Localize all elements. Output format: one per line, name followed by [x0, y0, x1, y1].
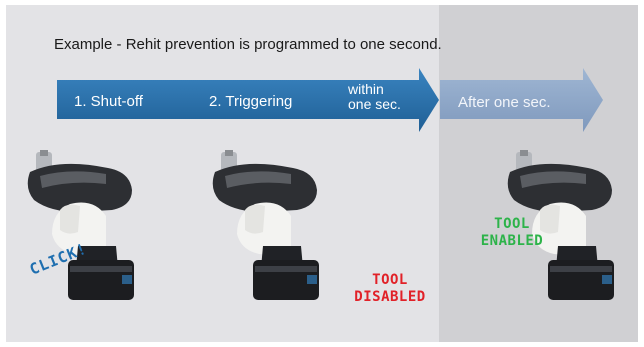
cordless-screwdriver-icon — [507, 150, 614, 300]
within-line-2: one sec. — [348, 96, 401, 112]
timeline-arrow-main — [57, 68, 439, 132]
cordless-screwdriver-icon — [27, 150, 134, 300]
tool-disabled-line-1: TOOL — [372, 272, 408, 288]
step-within-one-sec: within one sec. — [348, 82, 401, 112]
example-caption: Example - Rehit prevention is programmed… — [54, 36, 442, 53]
tool-disabled-line-2: DISABLED — [354, 289, 426, 305]
tool-enabled-label: TOOL ENABLED — [472, 216, 552, 250]
step-shut-off: 1. Shut-off — [74, 93, 143, 110]
timeline-arrow-after — [440, 68, 603, 132]
tool-enabled-line-1: TOOL — [494, 216, 530, 232]
step-triggering: 2. Triggering — [209, 93, 293, 110]
tool-disabled-label: TOOL DISABLED — [350, 272, 430, 306]
within-line-1: within — [348, 81, 384, 97]
step-after-one-sec: After one sec. — [458, 94, 551, 111]
cordless-screwdriver-icon — [212, 150, 319, 300]
tool-enabled-line-2: ENABLED — [480, 233, 544, 249]
